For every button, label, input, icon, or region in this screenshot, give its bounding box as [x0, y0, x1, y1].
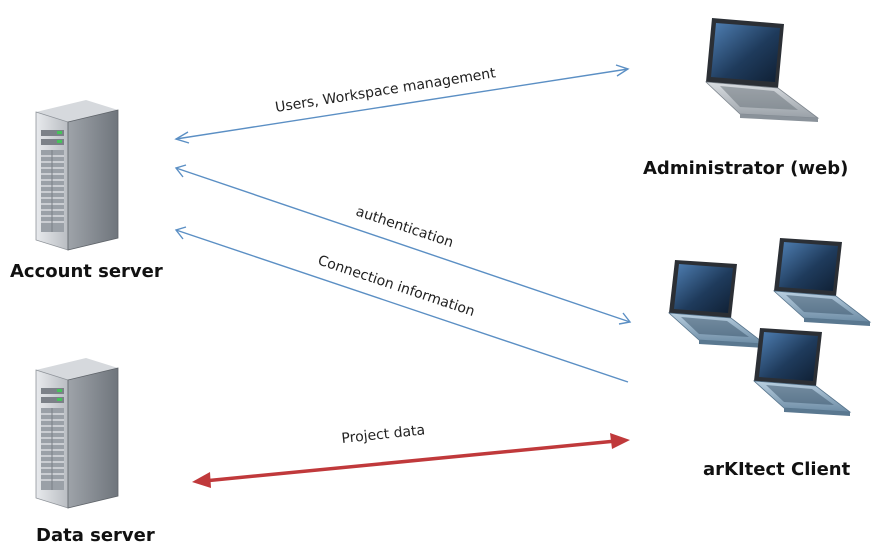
arrowhead-icon [174, 131, 190, 144]
edge-label-project-data: Project data [341, 422, 426, 447]
arrowhead-icon [618, 312, 632, 325]
edge-project-data: Project data [192, 422, 630, 488]
arrowhead-icon [615, 64, 630, 77]
account-server-label: Account server [10, 261, 163, 282]
edge-label-connection-information: Connection information [316, 253, 477, 320]
client-node: arKItect Client [668, 237, 871, 480]
administrator-label: Administrator (web) [643, 158, 848, 179]
account-server-node: Account server [10, 99, 163, 282]
server-tower-icon [35, 357, 119, 509]
edge-connection-information: Connection information [174, 226, 629, 383]
arrowhead-icon [174, 164, 187, 178]
laptop-icon [705, 17, 819, 123]
administrator-node: Administrator (web) [643, 17, 848, 179]
laptop-icon [668, 259, 766, 349]
data-server-node: Data server [35, 357, 155, 546]
edge-authentication: authentication [174, 164, 632, 325]
arrowhead-icon [192, 472, 211, 488]
laptop-icon [753, 327, 851, 417]
client-label: arKItect Client [703, 459, 851, 480]
arrowhead-icon [610, 433, 630, 449]
edge-users-workspace: Users, Workspace management [174, 64, 630, 144]
data-server-label: Data server [36, 525, 155, 546]
server-tower-icon [35, 99, 119, 251]
edge-label-authentication: authentication [354, 204, 456, 251]
laptop-icon [773, 237, 871, 327]
arrowhead-icon [174, 226, 187, 240]
edge-label-users-workspace: Users, Workspace management [274, 65, 497, 116]
